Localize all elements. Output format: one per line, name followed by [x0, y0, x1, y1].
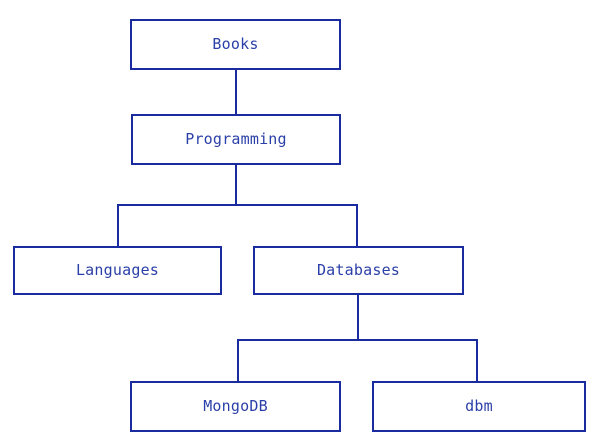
node-mongodb-label: MongoDB: [203, 397, 268, 415]
edge-databases-to-dbm: [476, 339, 478, 381]
node-programming[interactable]: Programming: [131, 114, 341, 165]
edge-programming-to-databases: [356, 204, 358, 246]
node-databases[interactable]: Databases: [253, 246, 464, 295]
node-dbm-label: dbm: [465, 397, 493, 415]
edge-programming-branch-bar: [117, 204, 358, 206]
edge-programming-dropline: [235, 165, 237, 206]
node-mongodb[interactable]: MongoDB: [130, 381, 341, 432]
node-languages[interactable]: Languages: [13, 246, 222, 295]
edge-databases-dropline: [357, 295, 359, 340]
node-databases-label: Databases: [316, 261, 401, 279]
edge-programming-to-languages: [117, 204, 119, 246]
node-books[interactable]: Books: [130, 19, 341, 70]
edge-databases-branch-bar: [237, 339, 478, 341]
node-dbm[interactable]: dbm: [372, 381, 586, 432]
node-programming-label: Programming: [185, 130, 287, 148]
edge-books-to-programming: [235, 70, 237, 114]
edge-databases-to-mongodb: [237, 339, 239, 381]
node-languages-label: Languages: [75, 261, 160, 279]
node-books-label: Books: [212, 35, 259, 53]
